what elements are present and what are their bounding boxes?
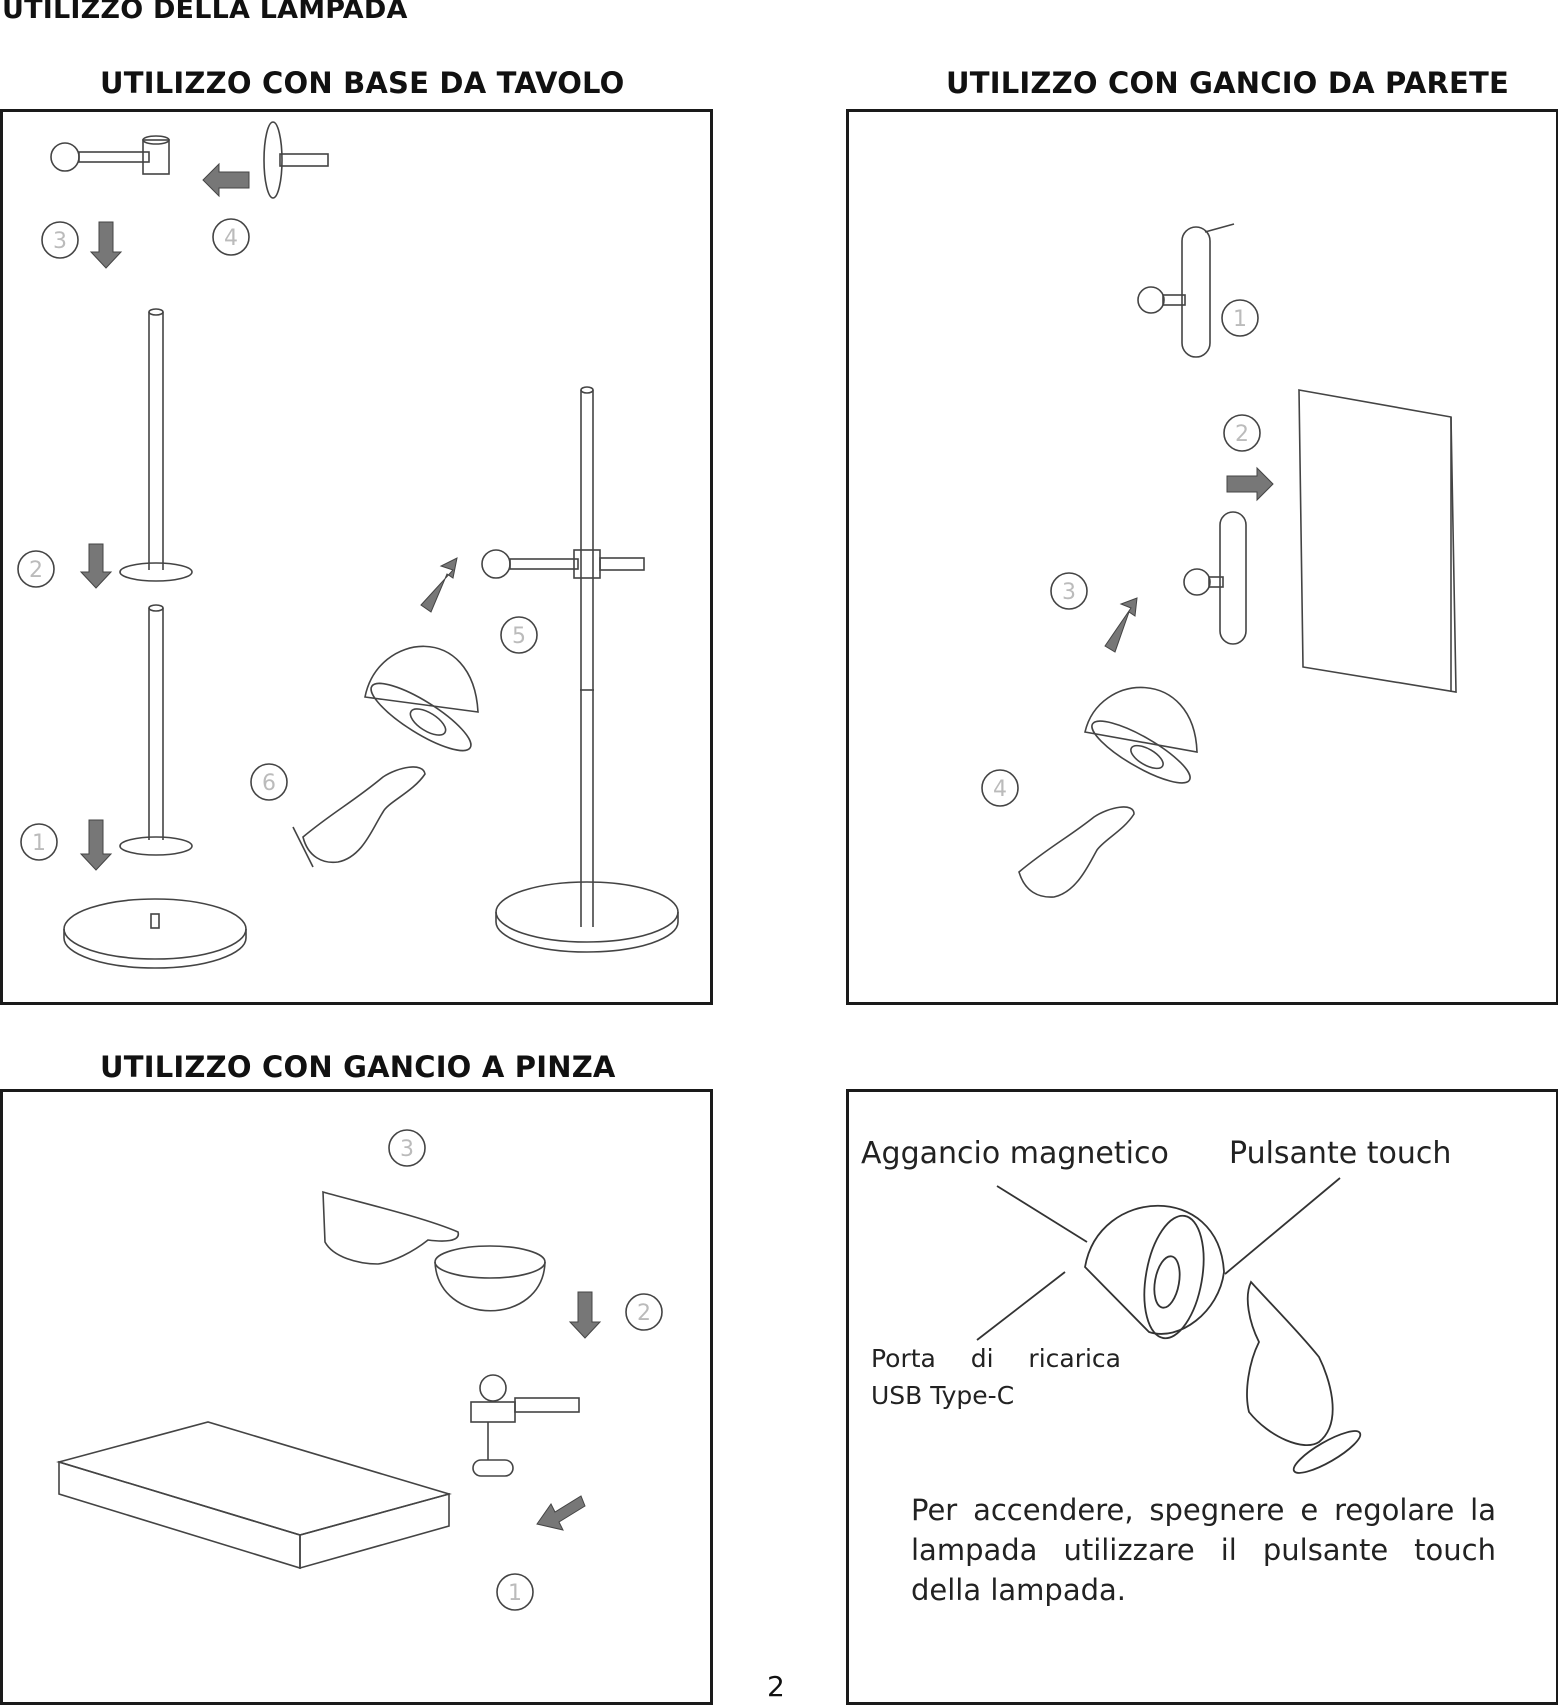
step-2: 2 — [1235, 422, 1249, 447]
step-2: 2 — [637, 1301, 651, 1326]
step-4: 4 — [993, 777, 1007, 802]
usage-instructions: Per accendere, spegnere e regolare la la… — [911, 1493, 1496, 1607]
step-3: 3 — [1062, 580, 1076, 605]
step-2: 2 — [29, 558, 43, 583]
step-4: 4 — [224, 226, 238, 251]
usb-label-line1: Porta di ricarica — [871, 1344, 1121, 1373]
step-3: 3 — [53, 229, 67, 254]
section-title-table-base: UTILIZZO CON BASE DA TAVOLO — [100, 66, 625, 100]
usb-port-label: Porta di ricarica USB Type-C — [871, 1340, 1121, 1414]
step-1: 1 — [1233, 307, 1247, 332]
section-title-clamp-hook: UTILIZZO CON GANCIO A PINZA — [100, 1050, 616, 1084]
magnetic-mount-label: Aggancio magnetico — [861, 1136, 1169, 1171]
wall-hook-illustration: 1 2 3 4 — [981, 223, 1457, 898]
step-5: 5 — [512, 624, 526, 649]
table-base-panel: 3 4 2 1 5 6 — [0, 109, 713, 1005]
step-3: 3 — [400, 1137, 414, 1162]
section-title-wall-hook: UTILIZZO CON GANCIO DA PARETE — [946, 66, 1510, 100]
step-1: 1 — [32, 831, 46, 856]
usb-label-line2: USB Type-C — [871, 1381, 1015, 1410]
touch-button-label: Pulsante touch — [1229, 1136, 1452, 1171]
page-number: 2 — [767, 1670, 785, 1703]
step-1: 1 — [508, 1581, 522, 1606]
lamp-detail-illustration — [976, 1177, 1362, 1474]
step-6: 6 — [262, 771, 276, 796]
table-base-illustration: 3 4 2 1 5 6 — [17, 121, 679, 969]
page-title: UTILIZZO DELLA LAMPADA — [2, 0, 408, 25]
clamp-hook-panel: 3 2 1 — [0, 1089, 713, 1705]
wall-hook-panel: 1 2 3 4 — [846, 109, 1558, 1005]
clamp-hook-illustration: 3 2 1 — [56, 1129, 663, 1611]
details-panel: Aggancio magnetico Pulsante touch Porta … — [846, 1089, 1558, 1705]
